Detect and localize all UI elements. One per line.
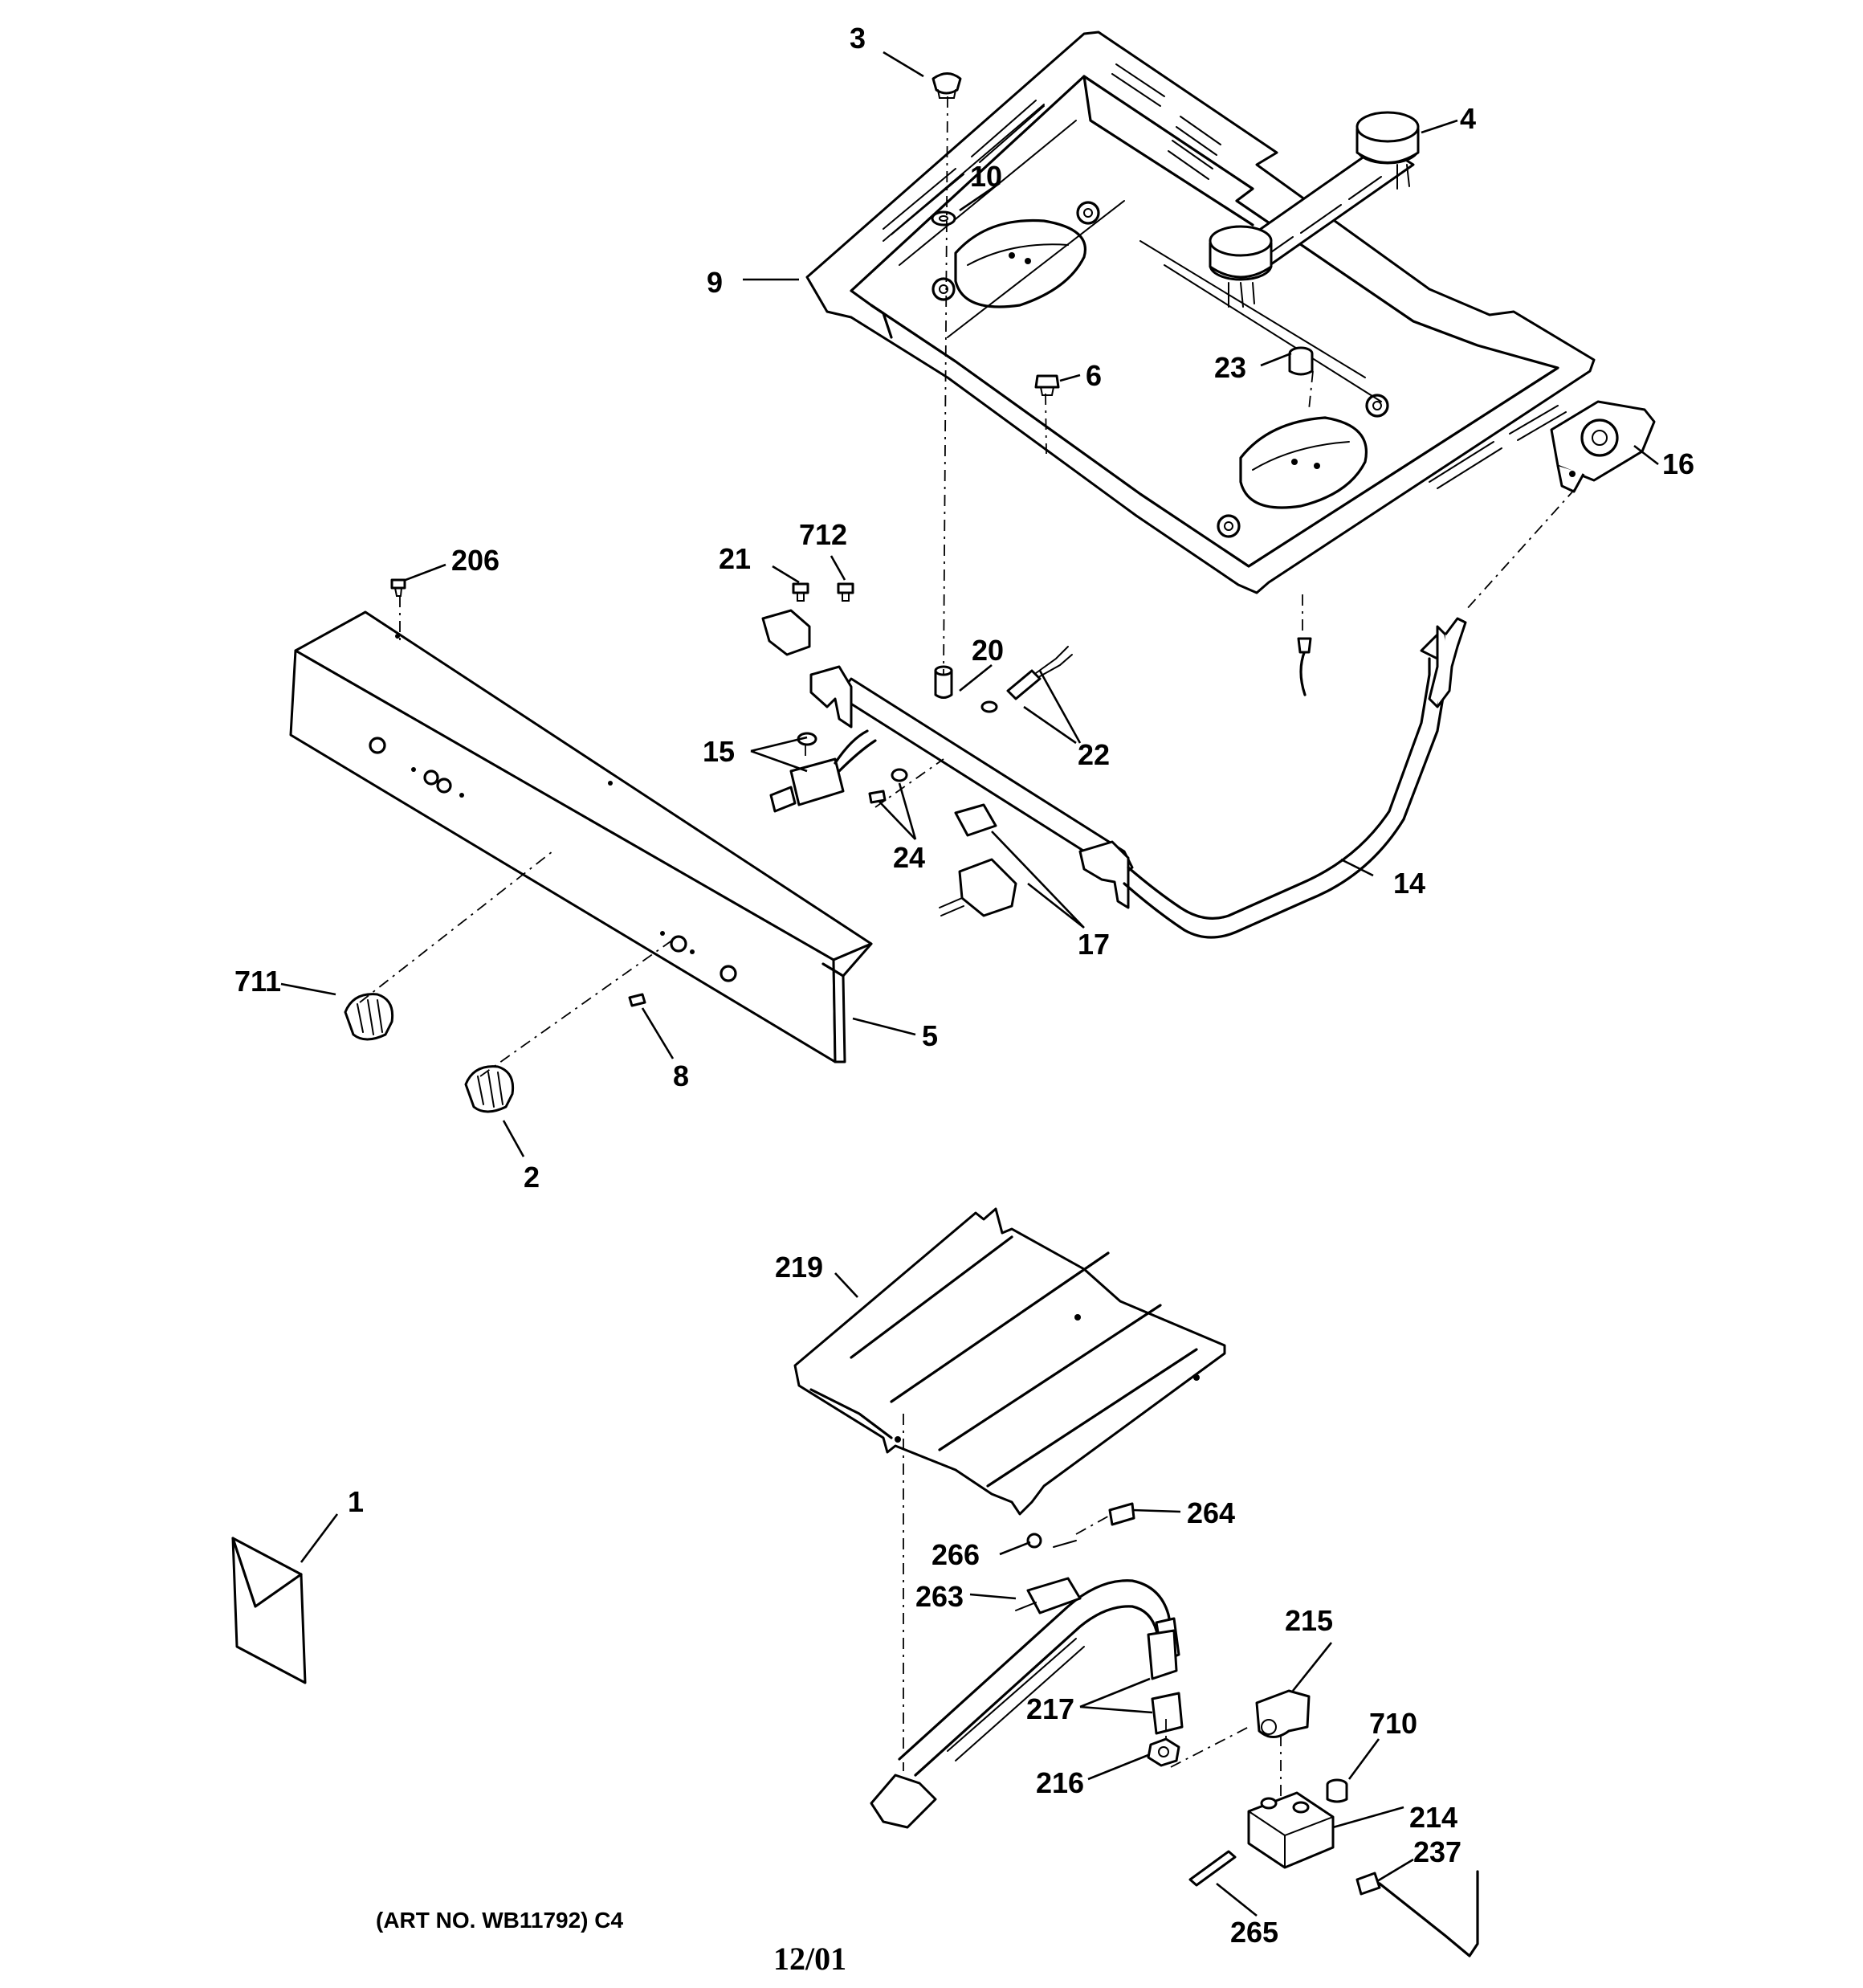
screw-part-712	[837, 582, 854, 602]
callout-22: 22	[1078, 738, 1110, 771]
callout-206: 206	[451, 544, 499, 577]
screw-part-6	[1034, 374, 1060, 396]
grommet-part-10	[931, 210, 956, 227]
knob-part-2	[464, 1065, 515, 1113]
revision-date: 12/01	[773, 1941, 846, 1977]
callout-712: 712	[799, 518, 847, 551]
main-top-part-9	[805, 31, 1596, 594]
pilot-wire	[1299, 649, 1307, 696]
callout-15: 15	[703, 735, 735, 768]
callout-9: 9	[707, 266, 723, 299]
screw-part-3	[932, 72, 962, 99]
bracket-part-16	[1550, 400, 1656, 493]
callout-3: 3	[850, 22, 866, 55]
callout-2: 2	[524, 1161, 540, 1194]
callout-23: 23	[1214, 351, 1246, 384]
callout-710: 710	[1369, 1707, 1417, 1740]
callout-217: 217	[1026, 1692, 1074, 1725]
callout-237: 237	[1413, 1835, 1461, 1868]
spring-clip-part-8	[628, 993, 646, 1007]
callout-labels: 3 4 10 9 23 6 16 206 712 21 20 22 15 24 …	[234, 22, 1694, 1949]
art-number-note: (ART NO. WB11792) C4	[376, 1908, 623, 1933]
callout-21: 21	[719, 542, 751, 575]
igniter-switch-part-17	[939, 803, 1017, 917]
callout-4: 4	[1460, 102, 1476, 135]
burner-clip-part-217	[1147, 1629, 1184, 1735]
callout-265: 265	[1230, 1916, 1278, 1949]
callout-263: 263	[915, 1580, 964, 1613]
oven-burner-tube	[870, 1579, 1180, 1829]
callout-214: 214	[1409, 1801, 1457, 1834]
screws-part-24	[868, 768, 908, 804]
screw-part-266	[1026, 1533, 1077, 1549]
callout-215: 215	[1285, 1604, 1333, 1637]
manifold-part-14	[761, 609, 1467, 939]
bracket-part-263	[1015, 1577, 1082, 1614]
callout-5: 5	[922, 1019, 938, 1052]
thermostat-valve-part-214	[1247, 1791, 1335, 1869]
screw-part-21	[792, 582, 809, 602]
callout-8: 8	[673, 1059, 689, 1092]
spacer-part-23	[1288, 346, 1314, 376]
callout-216: 216	[1036, 1766, 1084, 1799]
cap-part-710	[1326, 1778, 1348, 1803]
callout-17: 17	[1078, 928, 1110, 961]
pilot-tip	[1297, 637, 1312, 654]
stud-part-265	[1188, 1850, 1237, 1887]
callout-266: 266	[932, 1538, 980, 1571]
callout-10: 10	[970, 160, 1002, 193]
callout-24: 24	[893, 841, 925, 874]
bracket-part-215	[1255, 1689, 1311, 1738]
igniter-part-264	[1108, 1502, 1135, 1526]
callout-1: 1	[348, 1485, 364, 1518]
callout-264: 264	[1187, 1496, 1235, 1529]
nut-part-216	[1147, 1737, 1180, 1767]
leader-lines	[280, 51, 1659, 1917]
knob-part-711	[344, 993, 394, 1041]
callout-711: 711	[234, 965, 281, 998]
callout-20: 20	[972, 634, 1004, 667]
control-panel-part-5	[289, 610, 873, 1063]
callout-14: 14	[1393, 867, 1425, 900]
shield-part-219	[793, 1207, 1226, 1516]
callout-219: 219	[775, 1251, 823, 1284]
tube-part-237	[1355, 1870, 1479, 1957]
callout-6: 6	[1086, 359, 1102, 392]
screw-part-206	[390, 578, 406, 597]
alignment-lines	[359, 96, 1576, 1799]
surface-burner-assembly-part-4	[1209, 111, 1420, 308]
callout-16: 16	[1662, 447, 1694, 480]
electrode-part-22	[980, 646, 1073, 713]
literature-envelope-part-1	[231, 1537, 307, 1684]
